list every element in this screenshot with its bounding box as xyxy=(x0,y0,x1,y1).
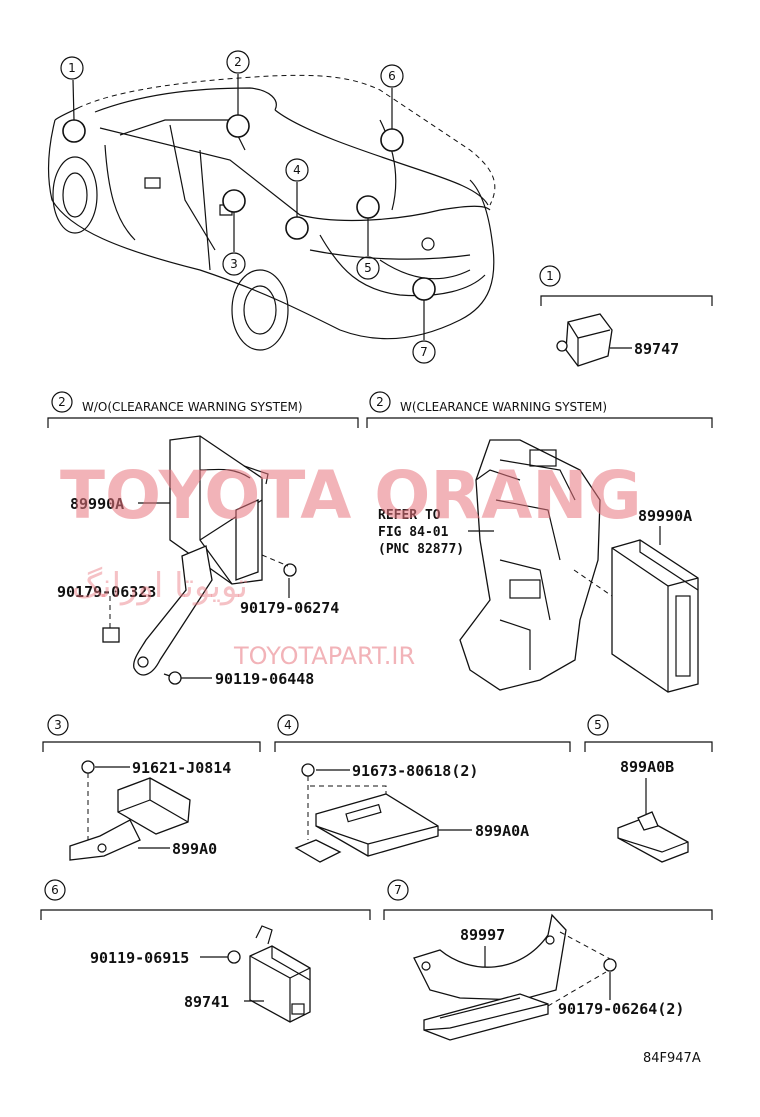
part-89990A-right[interactable]: 89990A xyxy=(638,507,692,525)
section-2b-number: 2 xyxy=(376,395,384,409)
part-89747-drawing xyxy=(556,313,613,367)
refer-line-1: REFER TO xyxy=(378,508,441,523)
section-6-number: 6 xyxy=(51,883,59,897)
part-89741-drawing xyxy=(249,925,311,1023)
part-899A0A-drawing xyxy=(294,793,439,863)
part-91621-J0814[interactable]: 91621-J0814 xyxy=(132,759,231,777)
part-89997[interactable]: 89997 xyxy=(460,926,505,944)
car-illustration xyxy=(47,74,496,351)
part-91673-80618[interactable]: 91673-80618(2) xyxy=(352,762,478,780)
part-89741[interactable]: 89741 xyxy=(184,993,229,1011)
part-90119-06915[interactable]: 90119-06915 xyxy=(90,949,189,967)
part-899A0[interactable]: 899A0 xyxy=(172,840,217,858)
part-899A0B[interactable]: 899A0B xyxy=(620,758,674,776)
watermark-site: TOYOTAPART.IR xyxy=(233,642,415,670)
section-5: 5 899A0B xyxy=(584,714,713,863)
section-7-number: 7 xyxy=(394,883,402,897)
callout-1-label: 1 xyxy=(68,61,76,75)
callout-3 xyxy=(222,252,246,276)
section-5-number: 5 xyxy=(594,718,602,732)
section-4: 4 91673-80618(2) 899A0A xyxy=(274,714,571,863)
part-89990A-left-drawing xyxy=(169,435,269,585)
section-2-without-clearance: 2 W/O(CLEARANCE WARNING SYSTEM) 89990A 9… xyxy=(47,391,359,688)
callout-7-label: 7 xyxy=(420,345,428,359)
location-markers xyxy=(62,114,436,301)
part-89747[interactable]: 89747 xyxy=(634,340,679,358)
refer-line-3: (PNC 82877) xyxy=(378,542,464,557)
watermark-brand: TOYOTA ORANG xyxy=(60,457,642,534)
section-6: 6 90119-06915 89741 xyxy=(40,879,371,1023)
callout-2-label: 2 xyxy=(234,55,242,69)
section-7: 7 89997 90179-06264(2) xyxy=(383,879,713,1041)
callout-2 xyxy=(226,50,250,74)
part-899A0-drawing xyxy=(69,777,191,861)
marker-4 xyxy=(285,216,309,240)
part-90179-06264[interactable]: 90179-06264(2) xyxy=(558,1000,684,1018)
marker-2 xyxy=(226,114,250,138)
marker-3 xyxy=(222,189,246,213)
section-1: 1 89747 xyxy=(539,265,713,367)
part-89990A-left[interactable]: 89990A xyxy=(70,495,124,513)
marker-6 xyxy=(380,128,404,152)
mounting-frame-drawing xyxy=(459,439,601,691)
clip-06323-drawing xyxy=(102,627,120,643)
bolt-80618-drawing xyxy=(301,763,315,777)
section-2a-title: W/O(CLEARANCE WARNING SYSTEM) xyxy=(82,400,303,414)
part-899A0B-drawing xyxy=(617,811,689,863)
watermark: TOYOTA ORANG تویوتا اورانگ TOYOTAPART.IR xyxy=(60,457,642,670)
part-90119-06448[interactable]: 90119-06448 xyxy=(215,670,314,688)
callout-5-label: 5 xyxy=(364,261,372,275)
watermark-persian: تویوتا اورانگ xyxy=(72,566,248,606)
refer-line-2[interactable]: FIG 84-01 xyxy=(378,525,449,540)
nut-06264-drawing xyxy=(603,958,617,972)
bracket-drawing xyxy=(133,545,213,676)
bolt-06448-drawing xyxy=(168,671,182,685)
marker-7 xyxy=(412,277,436,301)
section-3: 3 91621-J0814 899A0 xyxy=(42,714,261,861)
callout-4 xyxy=(285,158,309,182)
callouts: 1 2 3 4 5 6 7 xyxy=(60,50,436,364)
section-1-number: 1 xyxy=(546,269,554,283)
callout-3-label: 3 xyxy=(230,257,238,271)
bolt-06915-drawing xyxy=(227,950,241,964)
part-89997-drawing xyxy=(413,913,567,1041)
section-2a-number: 2 xyxy=(58,395,66,409)
part-89990A-right-drawing xyxy=(611,539,699,693)
part-90179-06323[interactable]: 90179-06323 xyxy=(57,583,156,601)
marker-5 xyxy=(356,195,380,219)
callout-1 xyxy=(60,56,84,80)
callout-5 xyxy=(356,256,380,280)
section-3-number: 3 xyxy=(54,718,62,732)
callout-6 xyxy=(380,64,404,88)
diagram-id: 84F947A xyxy=(643,1051,701,1066)
clip-drawing xyxy=(283,563,297,577)
section-4-number: 4 xyxy=(284,718,292,732)
marker-1 xyxy=(62,119,86,143)
part-90179-06274[interactable]: 90179-06274 xyxy=(240,599,339,617)
part-899A0A[interactable]: 899A0A xyxy=(475,822,529,840)
section-2b-title: W(CLEARANCE WARNING SYSTEM) xyxy=(400,400,607,414)
section-2-with-clearance: 2 W(CLEARANCE WARNING SYSTEM) REFER TO F… xyxy=(366,391,713,693)
callout-6-label: 6 xyxy=(388,69,396,83)
bolt-J0814-drawing xyxy=(81,760,95,774)
callout-7 xyxy=(412,340,436,364)
callout-4-label: 4 xyxy=(293,163,301,177)
